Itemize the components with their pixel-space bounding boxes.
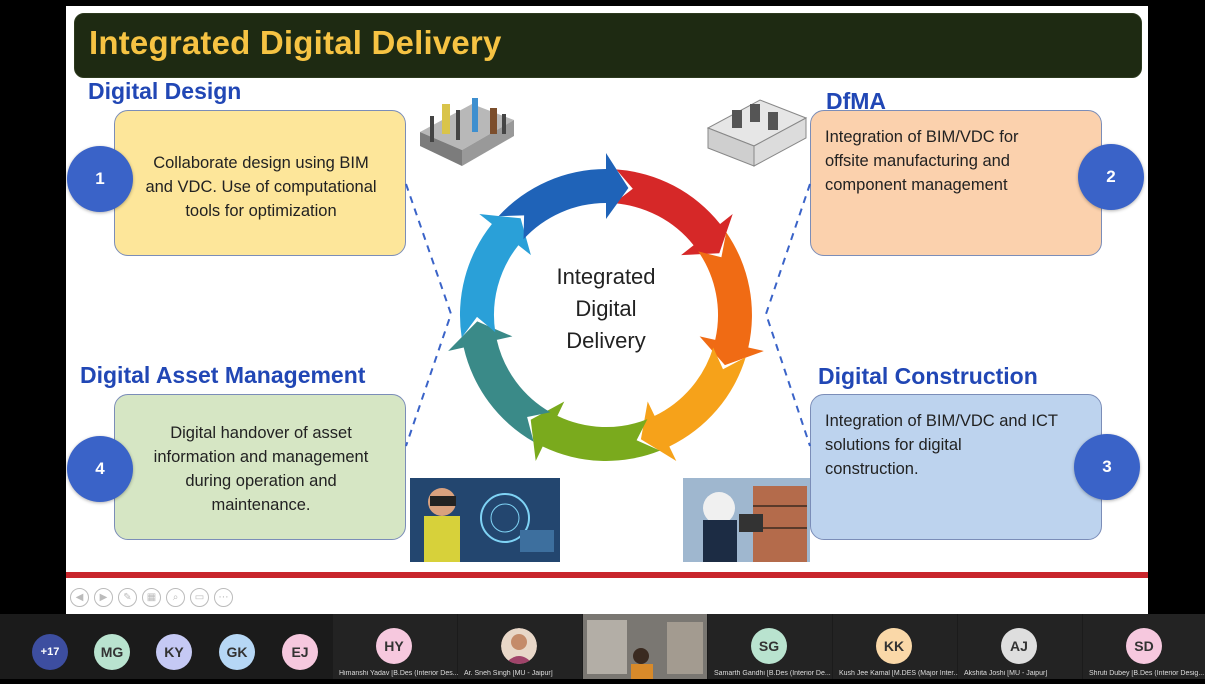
- box-text-line: Integration of BIM/VDC and ICT: [825, 412, 1058, 430]
- participant-avatar[interactable]: MG: [94, 634, 130, 670]
- pen-icon[interactable]: ✎: [118, 588, 137, 607]
- center-label: Integrated Digital Delivery: [511, 261, 701, 357]
- slide-nav-controls: ◀ ▶ ✎ ▦ ⌕ ▭ ⋯: [70, 588, 233, 607]
- more-options-icon[interactable]: ⋯: [214, 588, 233, 607]
- box-text-line: maintenance.: [211, 496, 311, 514]
- box-text-line: solutions for digital: [825, 436, 962, 454]
- step-number-4: 4: [67, 436, 133, 502]
- title-bar: Integrated Digital Delivery: [74, 13, 1142, 78]
- participant-name: Shruti Dubey [B.Des (Interior Desig...: [1089, 670, 1205, 677]
- heading-digital-construction: Digital Construction: [818, 363, 1038, 389]
- digital-asset-management-box: Digital handover of asset information an…: [114, 394, 406, 540]
- center-label-line: Integrated: [556, 264, 656, 289]
- presentation-slide: Integrated Digital Delivery Digital Desi…: [66, 6, 1148, 614]
- cycle-diagram: [405, 153, 811, 461]
- next-slide-icon[interactable]: ▶: [94, 588, 113, 607]
- cycle-arrow-segment: [448, 321, 551, 442]
- heading-dfma: DfMA: [826, 88, 887, 114]
- box-text-line: Integration of BIM/VDC for: [825, 128, 1019, 146]
- cycle-arrow-segment: [498, 153, 629, 240]
- participant-name: Himanshi Yadav [B.Des (Interior Des...: [339, 670, 459, 677]
- participant-photo: [501, 628, 537, 664]
- participant-name: Ar. Sneh Singh [MU - Jaipur]: [464, 670, 553, 677]
- cycle-arrow-segment: [530, 401, 660, 461]
- dashed-connector-right: [764, 183, 811, 447]
- participant-tile[interactable]: SG Samarth Gandhi [B.Des (Interior De...: [708, 614, 832, 679]
- participant-name: Samarth Gandhi [B.Des (Interior De...: [714, 670, 831, 677]
- cycle-arrow-segment: [613, 169, 733, 256]
- dfma-box: Integration of BIM/VDC for offsite manuf…: [810, 110, 1102, 256]
- participant-avatar: KK: [876, 628, 912, 664]
- vr-asset-image: [410, 478, 560, 562]
- box-text-line: and VDC. Use of computational: [145, 178, 377, 196]
- participant-tile[interactable]: HY Himanshi Yadav [B.Des (Interior Des..…: [333, 614, 459, 679]
- participant-avatar[interactable]: GK: [219, 634, 255, 670]
- box-text-line: Digital handover of asset: [170, 424, 352, 442]
- participant-avatar: SG: [751, 628, 787, 664]
- heading-digital-asset-management: Digital Asset Management: [80, 362, 366, 388]
- digital-design-box: Collaborate design using BIM and VDC. Us…: [114, 110, 406, 256]
- heading-digital-design: Digital Design: [88, 78, 242, 104]
- box-text-line: Collaborate design using BIM: [153, 154, 369, 172]
- participant-tile[interactable]: Ar. Sneh Singh [MU - Jaipur]: [458, 614, 582, 679]
- participants-strip: +17 MG KY GK EJ HY Himanshi Yadav [B.Des…: [0, 614, 1205, 679]
- slides-overview-icon[interactable]: ▦: [142, 588, 161, 607]
- participant-video: [583, 614, 707, 679]
- box-text-line: tools for optimization: [185, 202, 337, 220]
- subtitles-icon[interactable]: ▭: [190, 588, 209, 607]
- dashed-connector-left: [405, 183, 453, 447]
- cycle-ring: [448, 153, 764, 461]
- slide-footer-rule: [66, 572, 1148, 578]
- cycle-arrow-segment: [698, 232, 764, 366]
- previous-slide-icon[interactable]: ◀: [70, 588, 89, 607]
- participant-avatar: AJ: [1001, 628, 1037, 664]
- participant-avatar: HY: [376, 628, 412, 664]
- digital-construction-box: Integration of BIM/VDC and ICT solutions…: [810, 394, 1102, 540]
- center-label-line: Digital: [575, 296, 637, 321]
- box-text-line: during operation and: [185, 472, 337, 490]
- participant-avatar: SD: [1126, 628, 1162, 664]
- building-model-image: [412, 84, 518, 170]
- box-text-line: information and management: [153, 448, 369, 466]
- box-text-line: construction.: [825, 460, 919, 478]
- dfma-modules-image: [702, 88, 810, 172]
- slide-title: Integrated Digital Delivery: [89, 24, 502, 61]
- participant-tile[interactable]: SD Shruti Dubey [B.Des (Interior Desig..…: [1083, 614, 1205, 679]
- box-text-line: offsite manufacturing and: [825, 152, 1010, 170]
- step-number-3: 3: [1074, 434, 1140, 500]
- participant-video-tile[interactable]: [583, 614, 707, 679]
- construction-site-image: [683, 478, 810, 562]
- step-number-1: 1: [67, 146, 133, 212]
- participant-avatar[interactable]: KY: [156, 634, 192, 670]
- participant-tile[interactable]: AJ Akshita Joshi [MU - Jaipur]: [958, 614, 1082, 679]
- cycle-arrow-segment: [640, 347, 746, 461]
- center-label-line: Delivery: [566, 328, 646, 353]
- step-number-2: 2: [1078, 144, 1144, 210]
- participant-name: Akshita Joshi [MU - Jaipur]: [964, 670, 1048, 677]
- more-participants-button[interactable]: +17: [32, 634, 68, 670]
- participant-name: Kush Jee Kamal [M.DES (Major Inter...: [839, 670, 960, 677]
- cycle-arrow-segment: [459, 214, 531, 338]
- zoom-icon[interactable]: ⌕: [166, 588, 185, 607]
- participant-tile[interactable]: KK Kush Jee Kamal [M.DES (Major Inter...: [833, 614, 960, 679]
- box-text-line: component management: [825, 176, 1008, 194]
- participant-avatar[interactable]: EJ: [282, 634, 318, 670]
